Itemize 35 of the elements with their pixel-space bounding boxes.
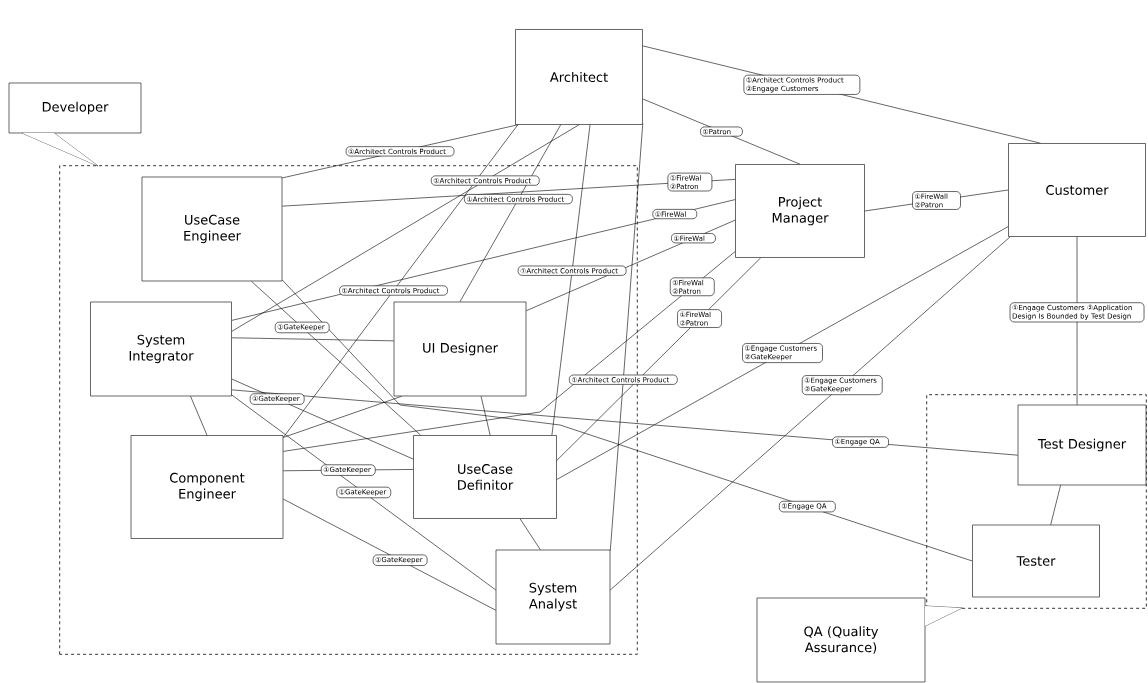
connector-line: [282, 279, 973, 562]
role-box: Architect: [515, 29, 643, 125]
role-box: System Analyst: [495, 549, 611, 645]
connector-line: [283, 124, 519, 438]
connector-line: [610, 236, 1011, 591]
connector-line: [283, 251, 736, 452]
connector-line: [251, 281, 421, 436]
callout-box: Developer: [8, 82, 142, 167]
connector-line: [231, 394, 496, 591]
connector-line: [190, 396, 208, 436]
connector-line: [1076, 236, 1078, 405]
dashed-frame: [926, 394, 1147, 609]
role-box: Component Engineer: [130, 435, 284, 539]
connector-line: [610, 123, 644, 551]
callout-box: QA (Quality Assurance): [756, 597, 963, 683]
role-box: Test Designer: [1017, 404, 1147, 486]
connector-line: [231, 124, 580, 332]
connector-line: [231, 337, 394, 342]
connector-line: [283, 396, 402, 438]
connector-line: [231, 378, 414, 460]
connector-line: [283, 498, 496, 611]
role-box: UseCase Engineer: [141, 176, 283, 282]
role-box: Tester: [972, 524, 1100, 598]
role-box: UseCase Definitor: [413, 435, 557, 519]
connector-line: [1050, 485, 1061, 525]
connector-line: [556, 226, 1009, 480]
connector-line: [551, 124, 591, 436]
role-box: System Integrator: [90, 301, 232, 397]
connector-line: [480, 396, 491, 436]
role-box: UI Designer: [393, 301, 527, 397]
connector-line: [519, 518, 541, 550]
connector-line: [459, 124, 561, 302]
dashed-frame: [59, 165, 638, 655]
role-box: Project Manager: [735, 164, 865, 258]
role-box: Customer: [1008, 143, 1146, 237]
